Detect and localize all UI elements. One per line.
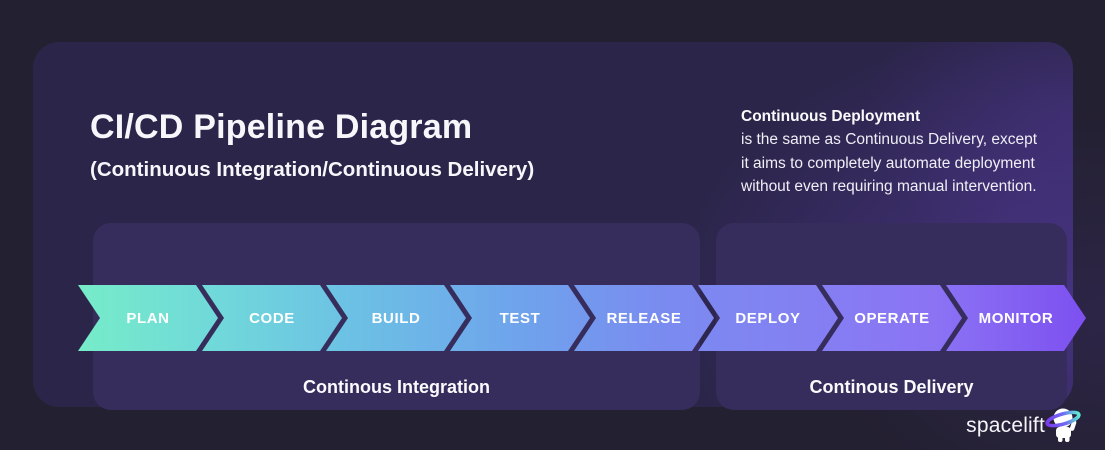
stage-arrow-test: TEST [450,285,590,351]
page-title: CI/CD Pipeline Diagram [90,108,473,146]
stage-label: MONITOR [978,309,1054,327]
brand-logo: spacelift [966,403,1087,449]
deployment-note-line: it aims to completely automate deploymen… [741,154,1035,172]
stage-label: CODE [249,309,295,327]
deployment-note-line: is the same as Continuous Delivery, exce… [741,131,1038,148]
pipeline-card: CI/CD Pipeline Diagram (Continuous Integ… [33,42,1086,410]
deployment-note: Continuous Deployment is the same as Con… [741,106,1101,199]
stage-label: RELEASE [606,309,682,327]
deployment-note-heading: Continuous Deployment [741,108,921,125]
deployment-note-line: without even requiring manual interventi… [741,178,1037,195]
stage-label: DEPLOY [735,309,801,327]
stage-label: BUILD [371,309,421,327]
astronaut-saturn-icon [1045,408,1081,442]
stage-arrow-release: RELEASE [574,285,714,351]
stage-label: PLAN [126,309,170,327]
stage-arrow-build: BUILD [326,285,466,351]
stage-label: OPERATE [854,309,930,327]
continuous-integration-label: Continous Integration [303,377,490,397]
brand-name: spacelift [966,414,1045,437]
stage-arrow-deploy: DEPLOY [698,285,838,351]
stage-arrow-operate: OPERATE [822,285,962,351]
page-subtitle: (Continuous Integration/Continuous Deliv… [90,158,535,181]
continuous-delivery-label: Continous Delivery [809,377,974,397]
stage-arrow-code: CODE [202,285,342,351]
stage-arrow-plan: PLAN [78,285,218,351]
stage-label: TEST [499,309,541,327]
stage-arrow-monitor: MONITOR [946,285,1086,351]
